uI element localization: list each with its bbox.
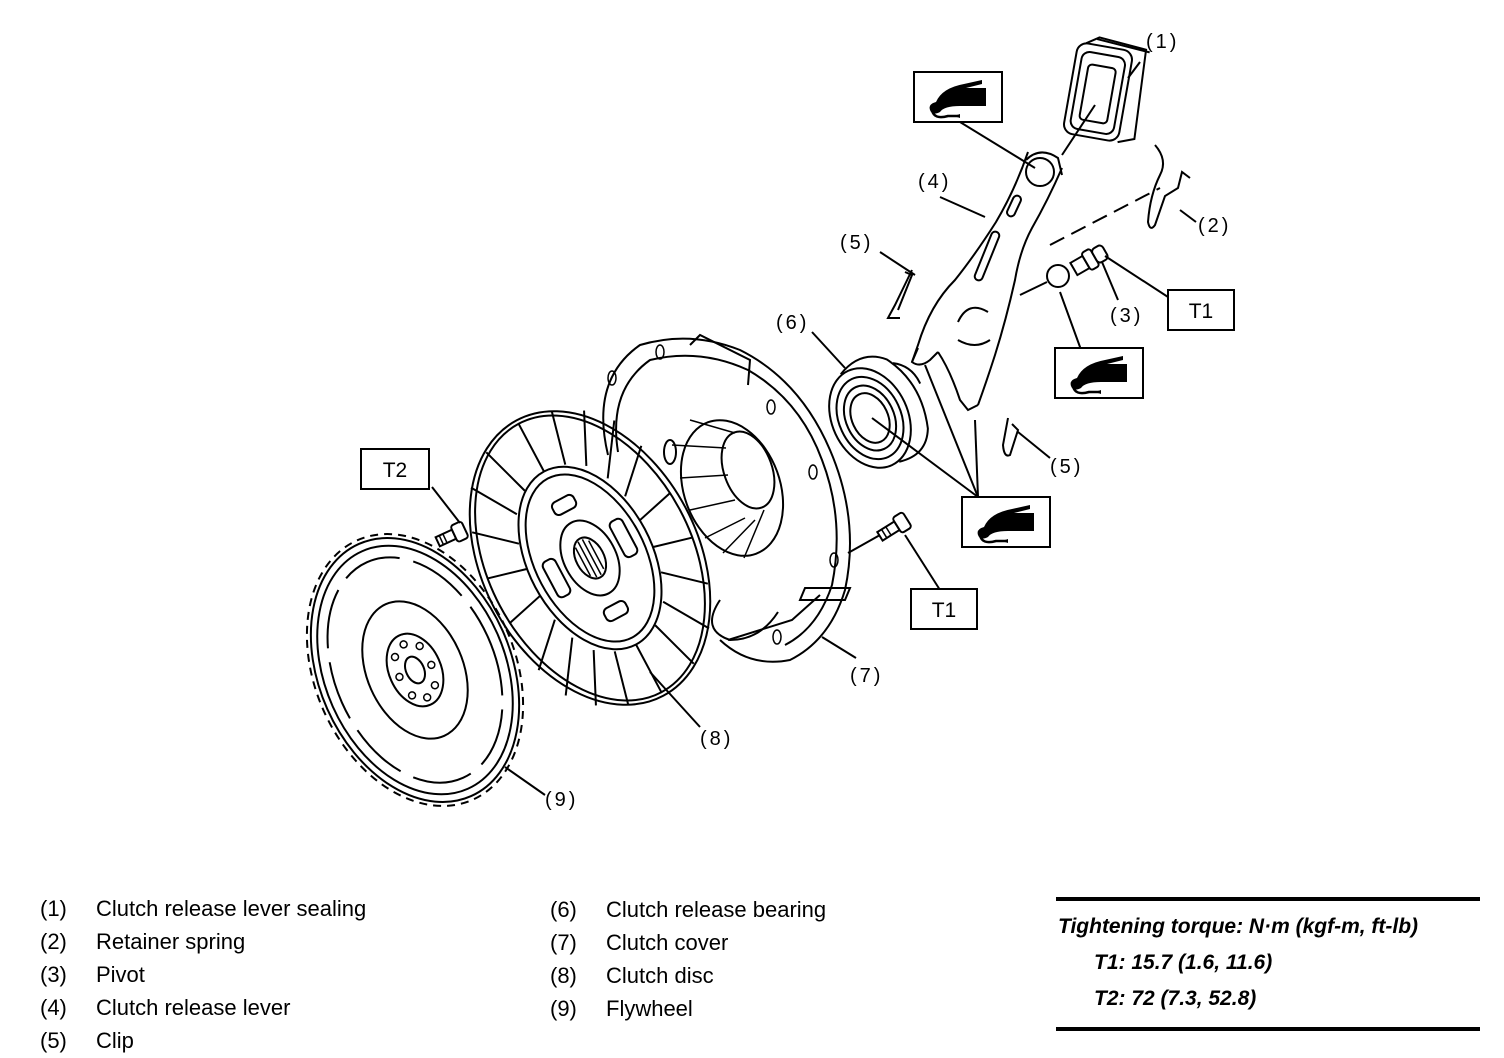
torque-box-t1-cover: T1	[910, 588, 978, 630]
svg-text:T1: T1	[932, 599, 957, 622]
legend-item: (8)Clutch disc	[550, 963, 714, 988]
callout-2: (2)	[1198, 215, 1231, 237]
svg-text:T2: T2	[383, 459, 408, 482]
legend-item: (2)Retainer spring	[40, 929, 246, 954]
legend-item: (1)Clutch release lever sealing	[40, 896, 367, 921]
callout-3: (3)	[1110, 305, 1143, 327]
svg-text:T1: T1	[1189, 300, 1214, 323]
flywheel-bolt	[434, 520, 469, 548]
grease-icon	[1053, 346, 1145, 400]
retainer-spring-part	[1146, 144, 1191, 229]
tightening-torque-table: Tightening torque: N·m (kgf-m, ft-lb) T1…	[1056, 897, 1480, 1031]
pivot-part	[1046, 244, 1109, 288]
callout-7: (7)	[850, 665, 883, 687]
release-lever-part	[910, 151, 1063, 412]
flywheel-part	[305, 533, 525, 807]
parts-legend-left: (1)Clutch release lever sealing (2)Retai…	[40, 892, 366, 1057]
callout-6: (6)	[776, 312, 809, 334]
clutch-disc-part	[468, 410, 712, 706]
clutch-exploded-diagram: T1 T1 T2 (1) (2) (3) (4) (5) (5) (6) (7)…	[305, 31, 1235, 811]
release-lever-sealing-part	[1063, 36, 1150, 144]
clip-part-upper	[886, 269, 914, 319]
callout-5-lower: (5)	[1050, 456, 1083, 478]
callout-1: (1)	[1146, 31, 1179, 53]
torque-box-t2-flywheel: T2	[360, 448, 430, 490]
legend-item: (9)Flywheel	[550, 996, 693, 1021]
legend-item: (6)Clutch release bearing	[550, 897, 827, 922]
parts-legend-right: (6)Clutch release bearing (7)Clutch cove…	[550, 893, 826, 1025]
callout-9: (9)	[545, 789, 578, 811]
cover-bolt	[875, 511, 912, 542]
callout-5-upper: (5)	[840, 232, 873, 254]
grease-arrows	[871, 364, 979, 498]
legend-item: (5)Clip	[40, 1028, 134, 1053]
legend-item: (7)Clutch cover	[550, 930, 729, 955]
torque-entry-t2: T2: 72 (7.3, 52.8)	[1094, 987, 1257, 1010]
callout-8: (8)	[700, 728, 733, 750]
grease-icon	[912, 70, 1004, 124]
legend-item: (3)Pivot	[40, 962, 145, 987]
torque-heading: Tightening torque: N·m (kgf-m, ft-lb)	[1058, 915, 1419, 938]
callout-4: (4)	[918, 171, 951, 193]
legend-item: (4)Clutch release lever	[40, 995, 291, 1020]
clip-part-lower	[1001, 417, 1020, 457]
release-bearing-part	[828, 355, 929, 469]
torque-entry-t1: T1: 15.7 (1.6, 11.6)	[1094, 951, 1273, 974]
clutch-cover-part	[602, 333, 852, 663]
grease-icon	[960, 495, 1052, 549]
torque-box-t1-pivot: T1	[1167, 289, 1235, 331]
